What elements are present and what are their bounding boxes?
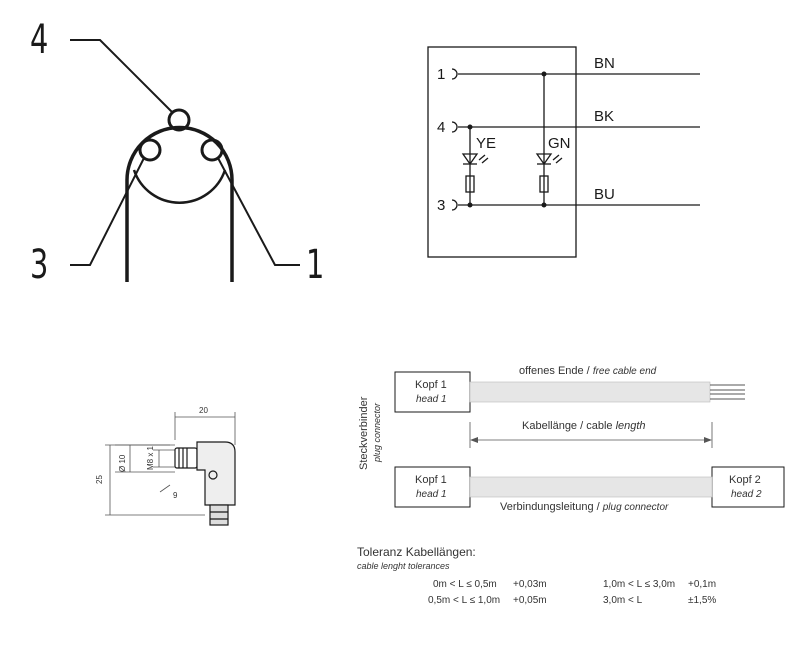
plug-connector-vertical-label: Steckverbinder — [358, 396, 370, 470]
head1-box-top — [394, 371, 471, 413]
tolerance-value-2: +0,05m — [513, 595, 547, 606]
connection-label: Verbindungsleitung / plug connector — [500, 501, 669, 513]
tolerance-value-3: +0,1m — [688, 579, 717, 590]
head1-box-bottom — [394, 466, 471, 508]
tolerance-value-4: ±1,5% — [688, 595, 717, 606]
free-end-label: offenes Ende / free cable end — [519, 365, 657, 377]
head2-label-en: head 2 — [731, 489, 762, 500]
tolerance-range-2: 0,5m < L ≤ 1,0m — [428, 595, 501, 606]
pin-3-circle — [138, 138, 162, 162]
wire-label-bk: BK — [594, 108, 615, 125]
schematic-box — [427, 46, 577, 258]
head1-bottom-label-en: head 1 — [416, 489, 447, 500]
schematic-pin-3: 3 — [437, 197, 446, 214]
dim-diameter: Ø 10 — [118, 454, 127, 472]
head1-top-label-en: head 1 — [416, 394, 447, 405]
pin-4-circle — [167, 108, 191, 132]
dim-width: 20 — [199, 406, 208, 415]
leader-pin-3 — [70, 157, 145, 266]
tolerance-subtitle: cable lenght tolerances — [357, 561, 450, 571]
led-ye — [461, 153, 479, 166]
resistor-gn — [539, 175, 549, 193]
cable-connection — [469, 476, 713, 498]
connector-face-outline — [125, 125, 234, 282]
pin-label-1: 1 — [306, 242, 325, 288]
pin-1-circle — [200, 138, 224, 162]
wire-label-bu: BU — [594, 186, 615, 203]
cable-free — [469, 381, 711, 403]
led-label-ye: YE — [476, 135, 497, 152]
schematic-pin-1: 1 — [437, 66, 446, 83]
plug-connector-vertical-label-en: plug connector — [372, 402, 382, 462]
head2-box — [711, 466, 785, 508]
head2-label: Kopf 2 — [729, 474, 761, 486]
dim-wrench: 9 — [173, 491, 178, 500]
pin-label-3: 3 — [30, 242, 49, 288]
schematic-pin-4: 4 — [437, 119, 446, 136]
tolerance-value-1: +0,03m — [513, 579, 547, 590]
led-gn — [535, 153, 553, 166]
dim-height: 25 — [95, 475, 104, 484]
led-label-gn: GN — [548, 135, 571, 152]
tolerance-range-4: 3,0m < L — [603, 595, 643, 606]
head1-bottom-label: Kopf 1 — [415, 474, 447, 486]
wire-label-bn: BN — [594, 55, 615, 72]
connector-key-arc — [132, 169, 227, 204]
pin-label-4: 4 — [30, 17, 49, 63]
tolerance-range-3: 1,0m < L ≤ 3,0m — [603, 579, 676, 590]
head1-top-label: Kopf 1 — [415, 379, 447, 391]
tolerance-range-1: 0m < L ≤ 0,5m — [433, 579, 497, 590]
tolerance-title: Toleranz Kabellängen: — [357, 545, 476, 559]
cable-length-label: Kabellänge / cable length — [522, 420, 646, 432]
leader-pin-4 — [70, 39, 173, 113]
resistor-ye — [465, 175, 475, 193]
angled-connector — [174, 441, 236, 526]
dim-thread: M8 x 1 — [146, 445, 155, 470]
leader-pin-1 — [217, 157, 300, 266]
